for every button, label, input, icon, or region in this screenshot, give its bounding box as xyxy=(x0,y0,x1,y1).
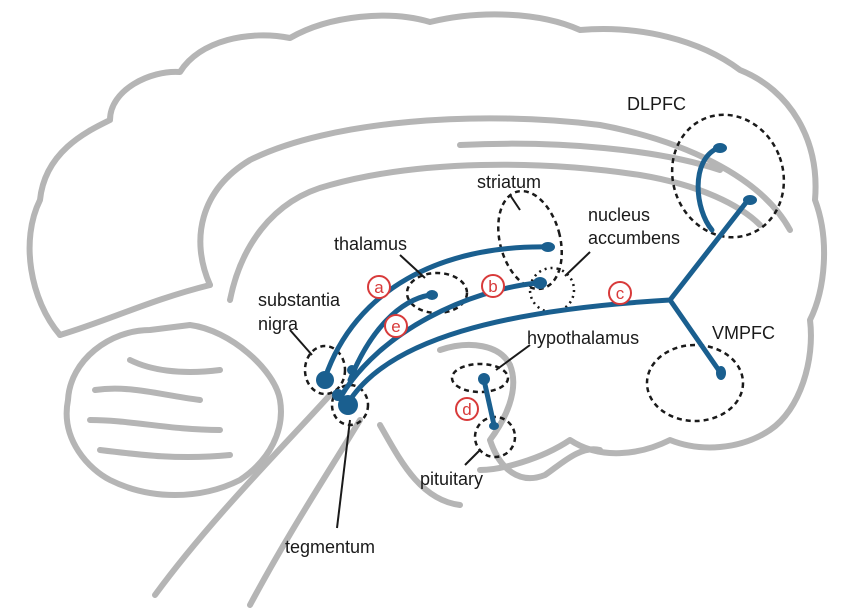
pathway-markers: a b c d e xyxy=(367,274,632,421)
accumbens-leader xyxy=(564,251,591,277)
pathway-d-tuberoinfundibular xyxy=(481,377,497,428)
substantia-nigra-soma xyxy=(316,371,334,389)
label-striatum: striatum xyxy=(477,172,541,192)
pituitary-terminal xyxy=(489,422,499,430)
pathway-c-branch-dlpfc xyxy=(667,197,751,303)
pituitary-region xyxy=(473,415,517,459)
striatum-leader xyxy=(509,194,521,211)
lateral-ventricle xyxy=(457,140,723,173)
label-dlpfc: DLPFC xyxy=(627,94,686,114)
thalamus-leader xyxy=(399,254,426,279)
vmpfc-terminal xyxy=(716,366,726,380)
pathway-c-branch-vmpfc xyxy=(667,297,723,375)
marker-e-label: e xyxy=(391,317,400,336)
tegmentum-leader xyxy=(336,419,351,529)
brainstem-back xyxy=(247,417,363,608)
label-substantia-nigra-line1: substantia xyxy=(258,290,341,310)
pituitary-leader xyxy=(464,449,481,466)
marker-c-label: c xyxy=(616,284,625,303)
cerebellum-outline xyxy=(63,322,284,498)
thalamus-terminal xyxy=(426,290,438,300)
nucleus-accumbens-region xyxy=(528,266,576,314)
corpus-callosum-inner xyxy=(227,161,763,303)
cerebellum-folia xyxy=(87,357,233,461)
label-nucleus-accumbens-line2: accumbens xyxy=(588,228,680,248)
marker-b-label: b xyxy=(488,277,497,296)
marker-a-circle xyxy=(367,275,391,299)
striatum-terminal xyxy=(541,242,555,252)
label-thalamus: thalamus xyxy=(334,234,407,254)
label-vmpfc: VMPFC xyxy=(712,323,775,343)
vmpfc-region xyxy=(645,343,745,423)
pathway-a-nigrostriatal xyxy=(322,244,551,381)
marker-a-label: a xyxy=(374,278,384,297)
dlpfc-terminal-1 xyxy=(713,143,727,153)
tegmentum-soma xyxy=(338,395,358,415)
marker-d-circle xyxy=(455,397,479,421)
pathway-b-mesolimbic xyxy=(337,280,540,401)
marker-d-label: d xyxy=(462,400,471,419)
substantia-nigra-leader xyxy=(289,329,313,356)
label-hypothalamus: hypothalamus xyxy=(527,328,639,348)
cortex-inner-fold xyxy=(57,282,213,338)
dlpfc-region xyxy=(670,113,786,239)
brain-outline xyxy=(26,11,828,608)
hypothalamus-soma xyxy=(478,373,490,385)
thalamus-arrow-head xyxy=(347,365,357,375)
brainstem-front xyxy=(152,392,333,598)
accumbens-terminal xyxy=(533,277,547,289)
hypothalamus-leader xyxy=(495,344,531,371)
cortex-outline xyxy=(26,11,828,473)
label-substantia-nigra-line2: nigra xyxy=(258,314,299,334)
label-nucleus-accumbens-line1: nucleus xyxy=(588,205,650,225)
pathway-c-branch-dlpfc-loop xyxy=(695,145,721,233)
tegmentum-soma-2 xyxy=(332,389,344,401)
label-tegmentum: tegmentum xyxy=(285,537,375,557)
hypothalamus-region xyxy=(450,362,510,394)
leader-lines xyxy=(289,194,591,529)
corpus-callosum-outer xyxy=(197,115,793,288)
substantia-nigra-region xyxy=(303,344,347,396)
pathway-c-mesocortical xyxy=(347,297,673,403)
marker-e-circle xyxy=(384,314,408,338)
label-pituitary: pituitary xyxy=(420,469,483,489)
region-labels: DLPFC VMPFC striatum nucleus accumbens t… xyxy=(258,94,775,557)
pathway-nodes xyxy=(316,143,757,430)
marker-c-circle xyxy=(608,281,632,305)
diencephalon-outline xyxy=(437,342,603,482)
pons-outline xyxy=(377,422,463,508)
marker-b-circle xyxy=(481,274,505,298)
dlpfc-terminal-2 xyxy=(743,195,757,205)
